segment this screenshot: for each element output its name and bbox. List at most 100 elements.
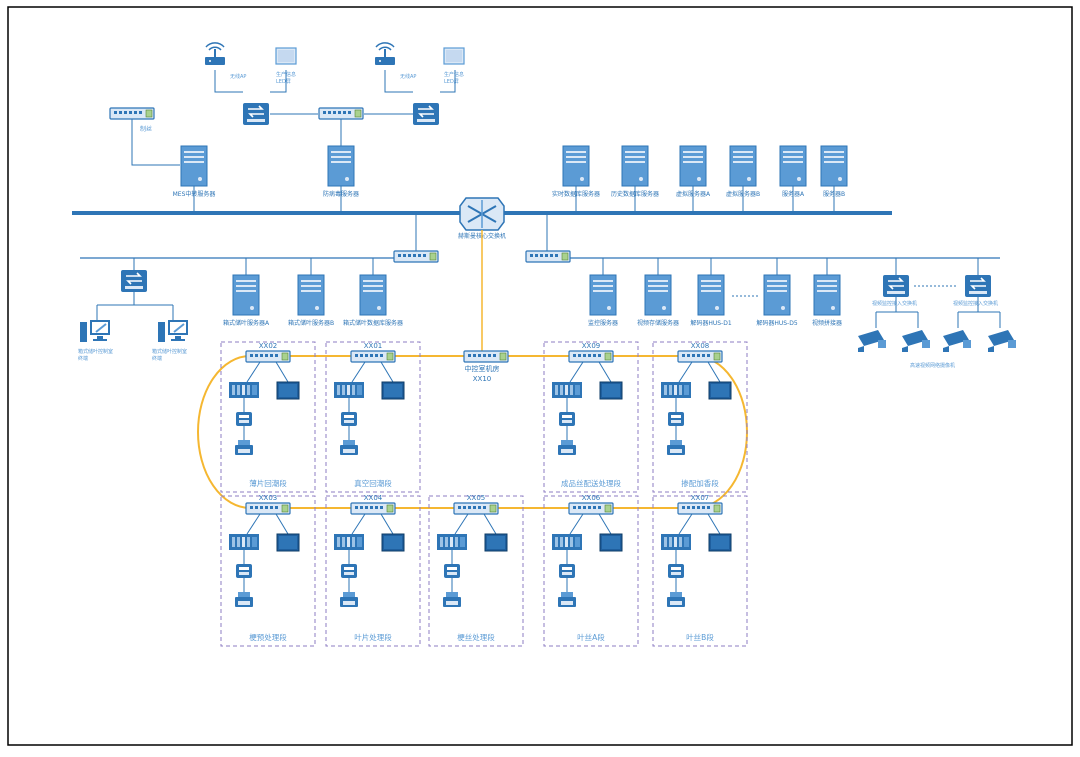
section-switch-label: XX01: [364, 342, 383, 350]
io-module-icon: [444, 564, 460, 578]
switch-icon: [350, 350, 396, 363]
plc-icon: [334, 382, 364, 398]
section-border: [543, 495, 639, 647]
switch-icon: [453, 502, 499, 515]
printer-icon: [235, 592, 253, 607]
switch-icon: [318, 107, 364, 120]
servers-left: 箱式储叶服务器A 箱式储叶服务器B 箱式储叶数据库服务器: [223, 258, 403, 327]
server-icon: [180, 145, 208, 187]
printer-icon: [667, 440, 685, 455]
router-icon: [964, 274, 992, 298]
section-box: XX05 梗丝处理段: [428, 494, 524, 647]
section-name: 梗丝处理段: [457, 632, 495, 642]
section-border: [220, 341, 316, 493]
camera-caption: 高速视频网络摄像机: [910, 362, 955, 369]
server-label: 解码器HUS-D5: [756, 319, 797, 327]
wifi-ap-left-label: 无线AP: [230, 73, 246, 80]
section-box: XX09 成品丝配送处理段: [543, 341, 639, 493]
section-switch-label: XX06: [582, 494, 601, 502]
io-module-icon: [236, 412, 252, 426]
section-switch-label: XX09: [582, 342, 601, 350]
central-room-code: XX10: [473, 375, 492, 383]
io-module-icon: [559, 564, 575, 578]
router-icon: [882, 274, 910, 298]
camera-icon: [902, 330, 930, 352]
switch-icon: [677, 350, 723, 363]
hmi-panel-icon: [708, 381, 732, 400]
section-border: [543, 341, 639, 493]
server-icon: [562, 145, 590, 187]
printer-icon: [558, 440, 576, 455]
io-module-icon: [559, 412, 575, 426]
hmi-panel-icon: [708, 533, 732, 552]
computer-icon: [79, 319, 111, 343]
camera-switch-label: 视频监控接入交换机: [872, 300, 917, 307]
server-icon: [729, 145, 757, 187]
switch-icon: [350, 502, 396, 515]
server-label: 视频拼接器: [812, 319, 842, 327]
plc-icon: [661, 382, 691, 398]
hmi-panel-icon: [599, 381, 623, 400]
wifi-ap-icon: [374, 42, 396, 66]
hmi-panel-icon: [599, 533, 623, 552]
section-switch-label: XX05: [467, 494, 486, 502]
io-module-icon: [668, 412, 684, 426]
printer-label: 制丝: [140, 125, 152, 133]
computer-icon: [157, 319, 189, 343]
camera-switch-label: 视频监控接入交换机: [953, 300, 998, 307]
section-name: 叶丝A段: [577, 632, 605, 642]
section-border: [652, 341, 748, 493]
plc-icon: [552, 382, 582, 398]
central-room-label: 中控室机房: [465, 364, 500, 373]
switch-icon: [393, 250, 439, 263]
router-icon: [242, 102, 270, 126]
io-module-icon: [341, 412, 357, 426]
server-icon: [813, 274, 841, 316]
section-name: 叶丝B段: [686, 632, 714, 642]
server-icon: [327, 145, 355, 187]
terminal-group: 箱式储叶控制室终端 箱式储叶控制室终端: [78, 258, 189, 362]
server-icon: [589, 274, 617, 316]
led-screen-icon: [275, 47, 297, 65]
page-frame: [7, 6, 1073, 746]
io-module-icon: [668, 564, 684, 578]
section-switch-label: XX03: [259, 494, 278, 502]
section-border: [325, 495, 421, 647]
printer-icon: [443, 592, 461, 607]
section-border: [652, 495, 748, 647]
switch-icon: [109, 107, 155, 120]
wifi-ap-right-label: 无线AP: [400, 73, 416, 80]
section-name: 叶片处理段: [354, 632, 392, 642]
server-label: 箱式储叶服务器B: [288, 319, 334, 327]
hmi-panel-icon: [276, 381, 300, 400]
plc-icon: [229, 534, 259, 550]
plc-icon: [437, 534, 467, 550]
router-icon: [120, 269, 148, 293]
server-icon: [763, 274, 791, 316]
section-groups: XX02薄片回潮段XX01真空回潮段XX09成品丝配送处理段XX08掺配加香段X…: [220, 341, 748, 647]
section-border: [325, 341, 421, 493]
server-label: 箱式储叶服务器A: [223, 319, 270, 327]
server-label: 监控服务器: [588, 319, 618, 327]
section-name: 成品丝配送处理段: [561, 478, 621, 488]
server-icon: [359, 274, 387, 316]
printer-icon: [235, 440, 253, 455]
hmi-panel-icon: [276, 533, 300, 552]
switch-icon: [463, 350, 509, 363]
io-module-icon: [341, 564, 357, 578]
camera-icon: [858, 330, 886, 352]
wifi-ap-icon: [204, 42, 226, 66]
section-switch-label: XX07: [691, 494, 710, 502]
server-label: 解码器HUS-D1: [690, 319, 731, 327]
switch-icon: [245, 502, 291, 515]
server-icon: [779, 145, 807, 187]
section-name: 掺配加香段: [681, 478, 719, 488]
